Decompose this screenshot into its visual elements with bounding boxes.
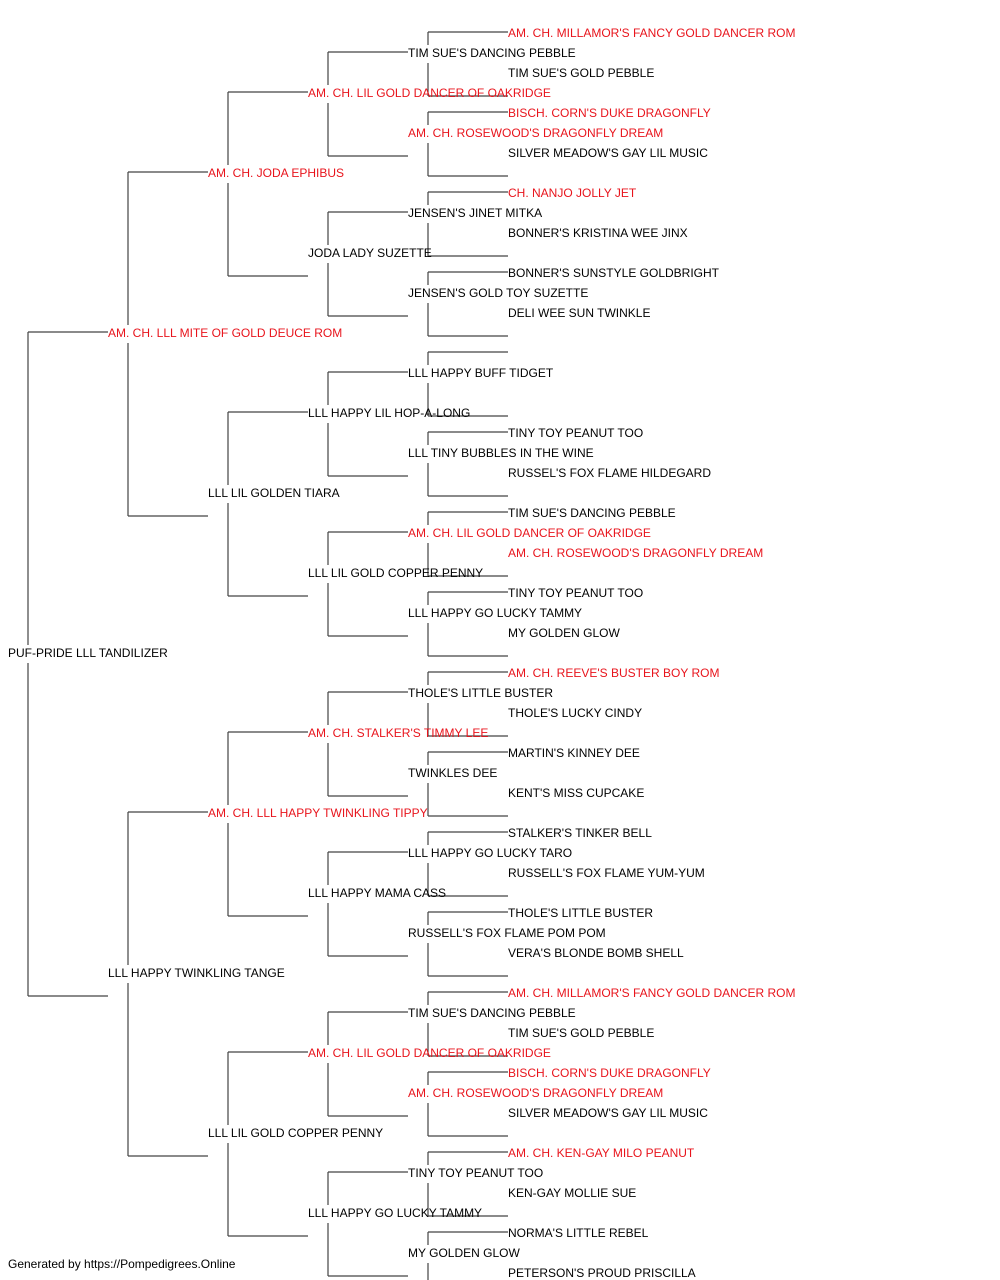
- ancestor-name: LLL TINY BUBBLES IN THE WINE: [408, 446, 594, 460]
- ancestor-name: LLL HAPPY GO LUCKY TAMMY: [308, 1206, 482, 1220]
- ancestor-name: TIM SUE'S GOLD PEBBLE: [508, 66, 654, 80]
- ancestor-name: LLL HAPPY TWINKLING TANGE: [108, 966, 285, 980]
- ancestor-name: PETERSON'S PROUD PRISCILLA: [508, 1266, 696, 1280]
- ancestor-name: TIM SUE'S GOLD PEBBLE: [508, 1026, 654, 1040]
- ancestor-name: AM. CH. JODA EPHIBUS: [208, 166, 344, 180]
- ancestor-name: LLL LIL GOLD COPPER PENNY: [308, 566, 483, 580]
- ancestor-name: RUSSELL'S FOX FLAME YUM-YUM: [508, 866, 705, 880]
- ancestor-name: LLL LIL GOLDEN TIARA: [208, 486, 340, 500]
- ancestor-name: SILVER MEADOW'S GAY LIL MUSIC: [508, 1106, 708, 1120]
- ancestor-name: JENSEN'S JINET MITKA: [408, 206, 542, 220]
- ancestor-name: AM. CH. MILLAMOR'S FANCY GOLD DANCER ROM: [508, 986, 795, 1000]
- ancestor-name: TIM SUE'S DANCING PEBBLE: [408, 1006, 576, 1020]
- ancestor-name: LLL HAPPY GO LUCKY TAMMY: [408, 606, 582, 620]
- ancestor-name: STALKER'S TINKER BELL: [508, 826, 652, 840]
- footer-credit: Generated by https://Pompedigrees.Online: [8, 1257, 236, 1271]
- ancestor-name: TINY TOY PEANUT TOO: [508, 426, 643, 440]
- ancestor-name: LLL HAPPY BUFF TIDGET: [408, 366, 554, 380]
- ancestor-name: BONNER'S KRISTINA WEE JINX: [508, 226, 688, 240]
- ancestor-name: LLL HAPPY GO LUCKY TARO: [408, 846, 572, 860]
- ancestor-name: THOLE'S LITTLE BUSTER: [408, 686, 553, 700]
- ancestor-name: BISCH. CORN'S DUKE DRAGONFLY: [508, 1066, 711, 1080]
- ancestor-name: THOLE'S LITTLE BUSTER: [508, 906, 653, 920]
- ancestor-name: JENSEN'S GOLD TOY SUZETTE: [408, 286, 588, 300]
- ancestor-name: AM. CH. MILLAMOR'S FANCY GOLD DANCER ROM: [508, 26, 795, 40]
- ancestor-name: JODA LADY SUZETTE: [308, 246, 432, 260]
- ancestor-name: AM. CH. ROSEWOOD'S DRAGONFLY DREAM: [508, 546, 763, 560]
- ancestor-name: MY GOLDEN GLOW: [408, 1246, 520, 1260]
- ancestor-name: TINY TOY PEANUT TOO: [408, 1166, 543, 1180]
- ancestor-name: AM. CH. KEN-GAY MILO PEANUT: [508, 1146, 695, 1160]
- ancestor-name: LLL HAPPY LIL HOP-A-LONG: [308, 406, 470, 420]
- ancestor-name: AM. CH. LIL GOLD DANCER OF OAKRIDGE: [308, 1046, 551, 1060]
- ancestor-name: AM. CH. LIL GOLD DANCER OF OAKRIDGE: [408, 526, 651, 540]
- ancestor-name: CH. NANJO JOLLY JET: [508, 186, 637, 200]
- subject-name: PUF-PRIDE LLL TANDILIZER: [8, 646, 168, 660]
- ancestor-name: AM. CH. STALKER'S TIMMY LEE: [308, 726, 488, 740]
- ancestor-name: KEN-GAY MOLLIE SUE: [508, 1186, 636, 1200]
- ancestor-name: DELI WEE SUN TWINKLE: [508, 306, 650, 320]
- ancestor-name: NORMA'S LITTLE REBEL: [508, 1226, 649, 1240]
- ancestor-name: BISCH. CORN'S DUKE DRAGONFLY: [508, 106, 711, 120]
- ancestor-name: TWINKLES DEE: [408, 766, 497, 780]
- ancestor-name: VERA'S BLONDE BOMB SHELL: [508, 946, 684, 960]
- ancestor-name: RUSSELL'S FOX FLAME POM POM: [408, 926, 606, 940]
- ancestor-name: AM. CH. ROSEWOOD'S DRAGONFLY DREAM: [408, 126, 663, 140]
- ancestor-name: TINY TOY PEANUT TOO: [508, 586, 643, 600]
- ancestor-name: TIM SUE'S DANCING PEBBLE: [508, 506, 676, 520]
- ancestor-name: BONNER'S SUNSTYLE GOLDBRIGHT: [508, 266, 720, 280]
- ancestor-name: AM. CH. LLL MITE OF GOLD DEUCE ROM: [108, 326, 342, 340]
- ancestor-name: MARTIN'S KINNEY DEE: [508, 746, 640, 760]
- ancestor-name: RUSSEL'S FOX FLAME HILDEGARD: [508, 466, 711, 480]
- ancestor-name: MY GOLDEN GLOW: [508, 626, 620, 640]
- ancestor-name: KENT'S MISS CUPCAKE: [508, 786, 644, 800]
- ancestor-name: AM. CH. ROSEWOOD'S DRAGONFLY DREAM: [408, 1086, 663, 1100]
- ancestor-name: LLL HAPPY MAMA CASS: [308, 886, 446, 900]
- ancestor-name: SILVER MEADOW'S GAY LIL MUSIC: [508, 146, 708, 160]
- ancestor-name: TIM SUE'S DANCING PEBBLE: [408, 46, 576, 60]
- ancestor-name: AM. CH. LIL GOLD DANCER OF OAKRIDGE: [308, 86, 551, 100]
- ancestor-name: AM. CH. LLL HAPPY TWINKLING TIPPY: [208, 806, 428, 820]
- ancestor-name: LLL LIL GOLD COPPER PENNY: [208, 1126, 383, 1140]
- ancestor-name: AM. CH. REEVE'S BUSTER BOY ROM: [508, 666, 719, 680]
- ancestor-name: THOLE'S LUCKY CINDY: [508, 706, 642, 720]
- pedigree-connectors: [27, 31, 508, 1280]
- pedigree-labels: PUF-PRIDE LLL TANDILIZER AM. CH. LLL MITE…: [8, 26, 795, 1280]
